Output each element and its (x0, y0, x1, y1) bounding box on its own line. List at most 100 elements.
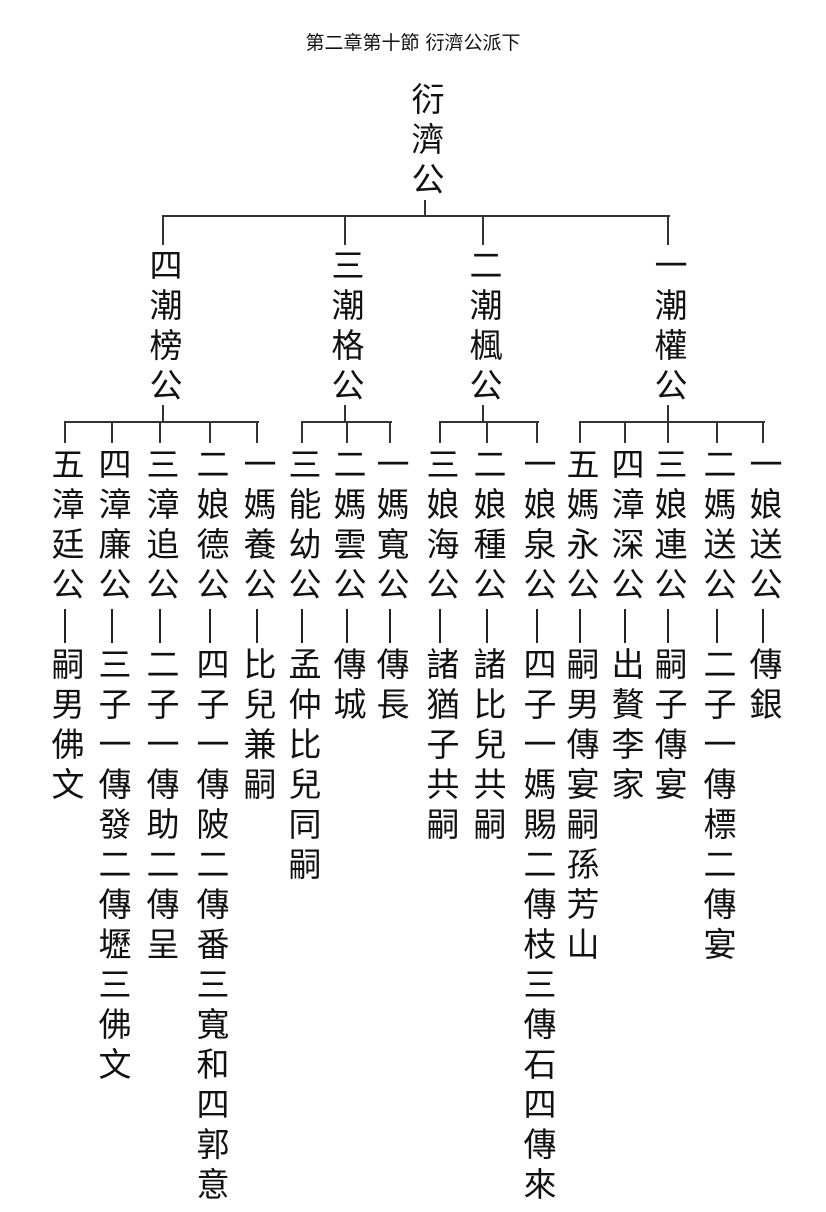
person-name: 一媽養公 (238, 447, 277, 607)
descendant-note: 嗣男佛文 (46, 647, 85, 807)
descendant-entry: 三漳追公二子一傳助二傳呈 (140, 447, 180, 967)
descendant-note: 傳銀 (744, 647, 783, 727)
vertical-connector (344, 215, 346, 245)
descendant-note: 傳長 (371, 647, 410, 727)
descent-connector (667, 609, 669, 643)
descent-connector (439, 609, 441, 643)
vertical-connector (344, 405, 346, 422)
descendant-note: 四子一媽賜二傳枝三傳石四傳來 (518, 647, 557, 1207)
vertical-connector (301, 421, 303, 443)
descent-connector (346, 609, 348, 643)
descent-connector (209, 609, 211, 643)
person-name: 四潮榜公 (144, 248, 183, 408)
vertical-connector (579, 421, 581, 443)
horizontal-connector (65, 421, 259, 423)
descent-connector (762, 609, 764, 643)
descendant-entry: 一娘送公傳銀 (743, 447, 783, 727)
descendant-entry: 二娘德公四子一傳陂二傳番三寬和四郭意 (190, 447, 230, 1207)
vertical-connector (256, 421, 258, 443)
vertical-connector (439, 421, 441, 443)
descendant-note: 四子一傳陂二傳番三寬和四郭意 (191, 647, 230, 1207)
descendant-entry: 五媽永公嗣男傳宴嗣孫芳山 (560, 447, 600, 967)
page-title: 第二章第十節 衍濟公派下 (305, 32, 521, 54)
person-name: 三漳追公 (141, 447, 180, 607)
vertical-connector (762, 421, 764, 443)
descendant-note: 三子一傳發二傳壢三佛文 (93, 647, 132, 1087)
branch-3: 三潮格公 (325, 248, 365, 408)
branch-2: 二潮楓公 (463, 248, 503, 408)
vertical-connector (486, 421, 488, 443)
descent-connector (624, 609, 626, 643)
vertical-connector (667, 215, 669, 245)
descendant-entry: 一娘泉公四子一媽賜二傳枝三傳石四傳來 (517, 447, 557, 1207)
vertical-connector (209, 421, 211, 443)
descendant-entry: 三娘海公諸猶子共嗣 (420, 447, 460, 847)
person-name: 一媽寬公 (371, 447, 410, 607)
descendant-entry: 四漳深公出贅李家 (605, 447, 645, 807)
descendant-entry: 二媽送公二子一傳標二傳宴 (697, 447, 737, 967)
branch-4: 四潮榜公 (143, 248, 183, 408)
person-name: 三娘連公 (649, 447, 688, 607)
vertical-connector (482, 215, 484, 245)
descent-connector (716, 609, 718, 643)
branch-1: 一潮權公 (648, 248, 688, 408)
descendant-entry: 四漳廉公三子一傳發二傳壢三佛文 (92, 447, 132, 1087)
horizontal-connector (163, 215, 670, 217)
person-name: 五漳廷公 (46, 447, 85, 607)
descendant-entry: 三能幼公孟仲比兒同嗣 (282, 447, 322, 887)
vertical-connector (389, 421, 391, 443)
person-name: 五媽永公 (561, 447, 600, 607)
person-name: 二媽雲公 (328, 447, 367, 607)
vertical-connector (346, 421, 348, 443)
descendant-note: 諸猶子共嗣 (421, 647, 460, 847)
person-name: 三娘海公 (421, 447, 460, 607)
descent-connector (536, 609, 538, 643)
descent-connector (389, 609, 391, 643)
person-name: 二娘種公 (468, 447, 507, 607)
vertical-connector (482, 405, 484, 422)
person-name: 一潮權公 (649, 248, 688, 408)
descent-connector (579, 609, 581, 643)
vertical-connector (667, 405, 669, 422)
root-ancestor: 衍濟公 (405, 82, 445, 202)
vertical-connector (667, 421, 669, 443)
person-name: 四漳深公 (606, 447, 645, 607)
descendant-entry: 五漳廷公嗣男佛文 (45, 447, 85, 807)
descendant-note: 傳城 (328, 647, 367, 727)
descendant-note: 比兒兼嗣 (238, 647, 277, 807)
vertical-connector (536, 421, 538, 443)
descendant-note: 出贅李家 (606, 647, 645, 807)
person-name: 四漳廉公 (93, 447, 132, 607)
vertical-connector (111, 421, 113, 443)
person-name: 二媽送公 (698, 447, 737, 607)
descendant-entry: 二娘種公諸比兒共嗣 (467, 447, 507, 847)
horizontal-connector (440, 421, 539, 423)
descendant-note: 諸比兒共嗣 (468, 647, 507, 847)
descent-connector (486, 609, 488, 643)
descendant-entry: 一媽養公比兒兼嗣 (237, 447, 277, 807)
person-name: 一娘送公 (744, 447, 783, 607)
descendant-note: 二子一傳助二傳呈 (141, 647, 180, 967)
descendant-note: 嗣男傳宴嗣孫芳山 (561, 647, 600, 967)
descendant-entry: 三娘連公嗣子傳宴 (648, 447, 688, 807)
person-name: 二娘德公 (191, 447, 230, 607)
descent-connector (111, 609, 113, 643)
person-name: 衍濟公 (406, 82, 445, 202)
descent-connector (256, 609, 258, 643)
vertical-connector (162, 215, 164, 245)
descendant-note: 嗣子傳宴 (649, 647, 688, 807)
vertical-connector (159, 421, 161, 443)
person-name: 三潮格公 (326, 248, 365, 408)
descendant-entry: 一媽寬公傳長 (370, 447, 410, 727)
vertical-connector (716, 421, 718, 443)
horizontal-connector (580, 421, 765, 423)
descendant-entry: 二媽雲公傳城 (327, 447, 367, 727)
descent-connector (301, 609, 303, 643)
person-name: 三能幼公 (283, 447, 322, 607)
vertical-connector (64, 421, 66, 443)
vertical-connector (162, 405, 164, 422)
vertical-connector (424, 200, 426, 216)
person-name: 二潮楓公 (464, 248, 503, 408)
descendant-note: 二子一傳標二傳宴 (698, 647, 737, 967)
descent-connector (64, 609, 66, 643)
